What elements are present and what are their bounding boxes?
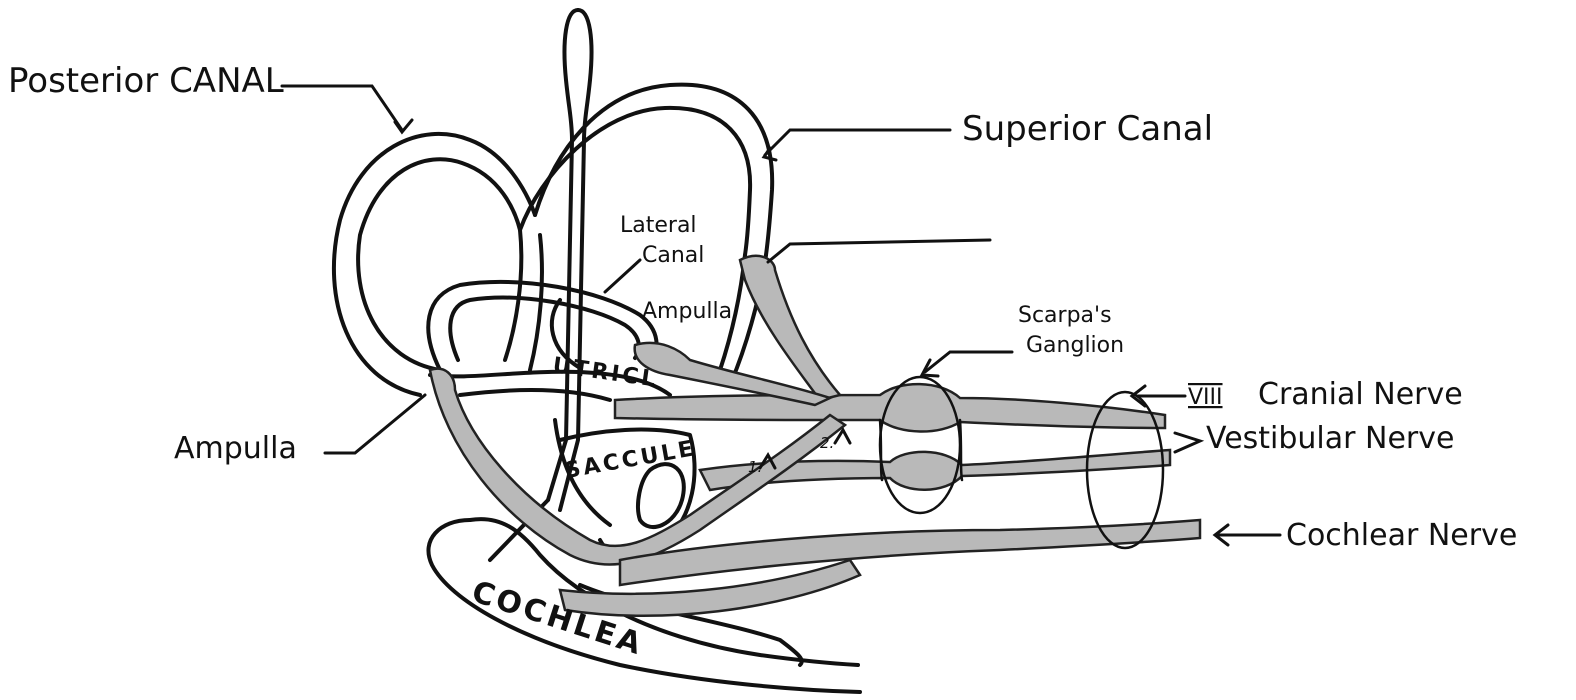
lateral-canal-label-line1: Lateral: [620, 213, 697, 238]
ampulla-left-label: Ampulla: [174, 431, 297, 466]
ampulla-small-label: Ampulla: [642, 299, 732, 324]
branch-1-label: 1.: [748, 458, 762, 476]
vestibular-nerve-label: Vestibular Nerve: [1206, 421, 1454, 456]
posterior-canal-label: Posterior CANAL: [8, 61, 284, 101]
lateral-canal-label-line2: Canal: [642, 243, 704, 268]
cochlear-nerve-label: Cochlear Nerve: [1286, 518, 1517, 553]
superior-canal-label: Superior Canal: [962, 109, 1213, 149]
branch-2-label: 2.: [820, 434, 834, 452]
scarpas-ganglion-label-line2: Ganglion: [1026, 333, 1124, 358]
cochlear-nerve: [620, 520, 1200, 585]
scarpas-ganglion-label-line1: Scarpa's: [1018, 303, 1112, 328]
cranial-nerve-numeral: VIII: [1188, 385, 1223, 410]
cranial-nerve-label: Cranial Nerve: [1258, 377, 1463, 412]
saccule-label: SACCULE: [563, 436, 698, 484]
